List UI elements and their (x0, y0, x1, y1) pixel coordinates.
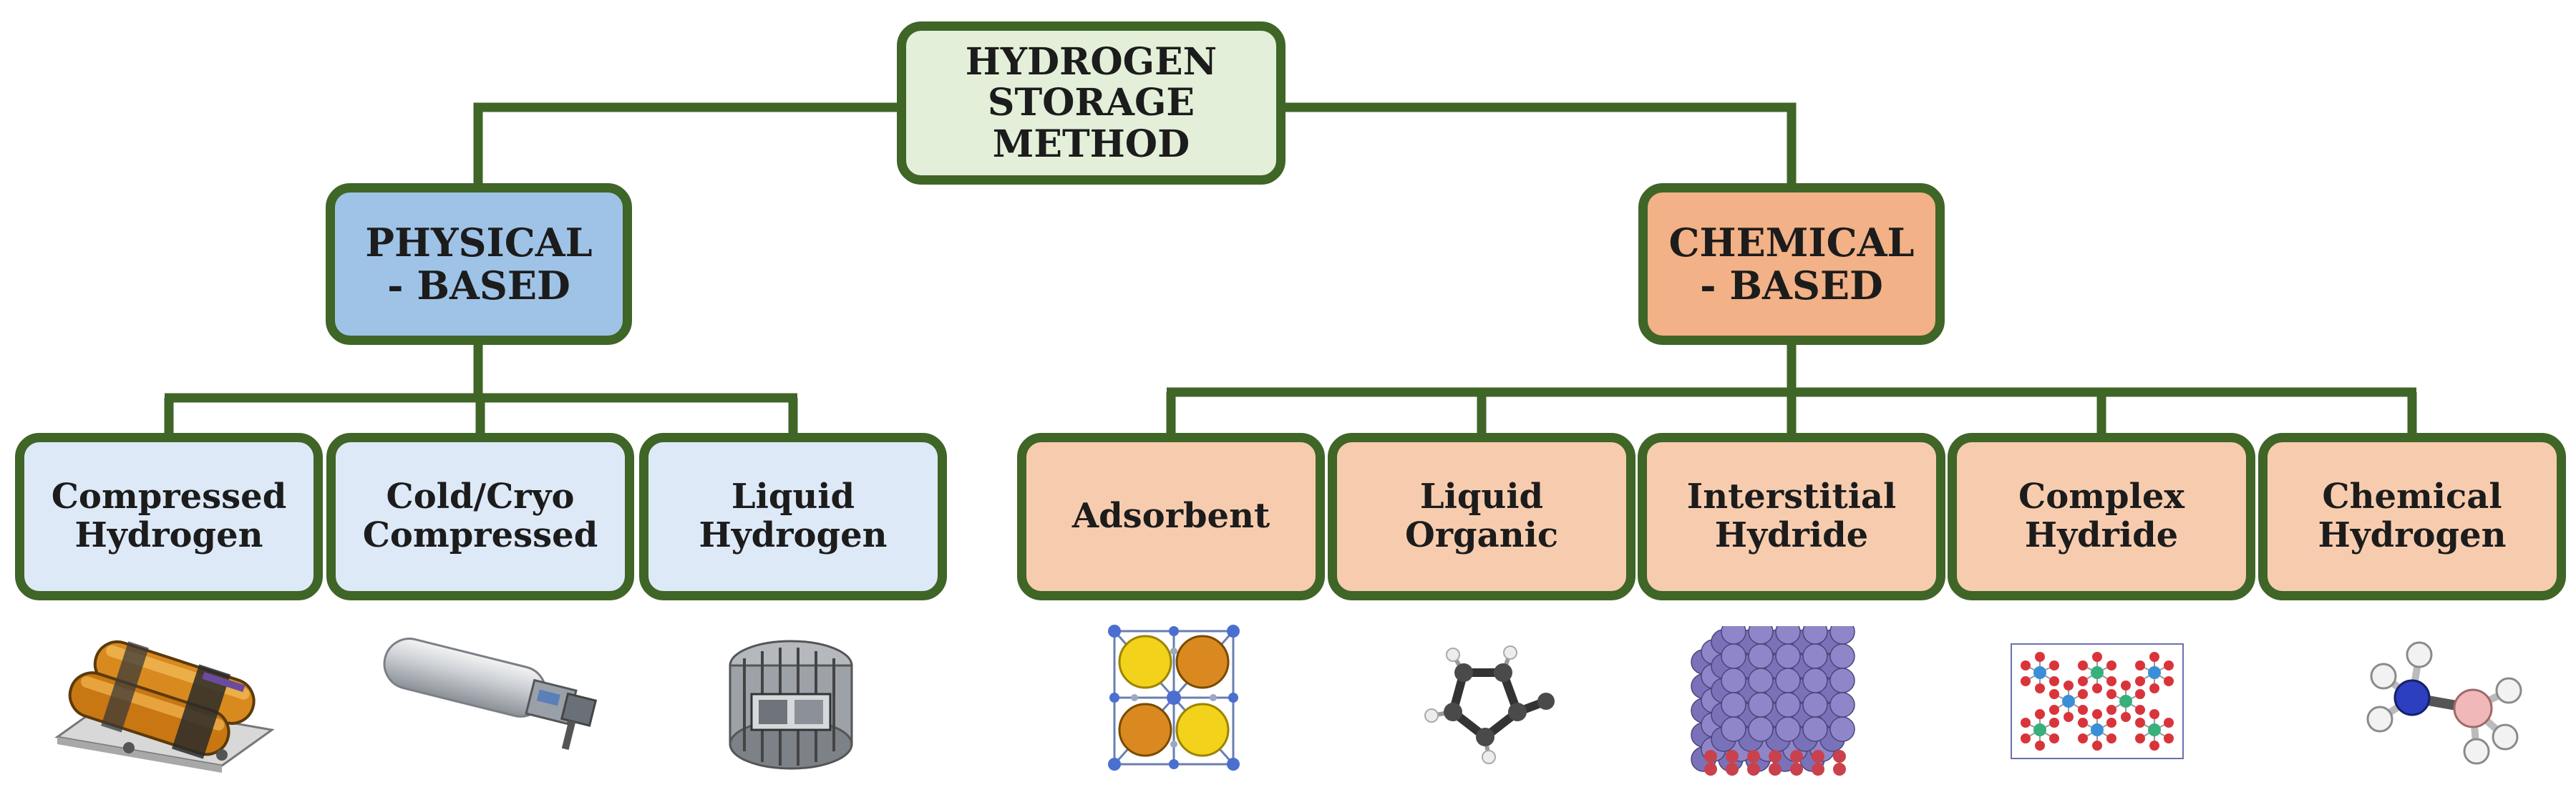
adsorbent-box: Adsorbent (1017, 433, 1325, 600)
compressed-hydrogen-tank-image (54, 640, 275, 773)
chemical-based-box: CHEMICAL - BASED (1638, 183, 1945, 345)
compressed-hydrogen-label: Compressed Hydrogen (51, 477, 287, 555)
mof-framework-image (1108, 625, 1240, 771)
cold-cryo-compressed-box: Cold/Cryo Compressed (326, 433, 634, 600)
chemical-hydrogen-box: Chemical Hydrogen (2258, 433, 2566, 600)
liquid-hydrogen-tank-image (729, 640, 853, 770)
ammonia-borane-molecule-image (2366, 641, 2522, 765)
physical-based-box: PHYSICAL - BASED (326, 183, 632, 345)
hydrogen-storage-method-box: HYDROGEN STORAGE METHOD (897, 21, 1285, 185)
complex-hydride-label: Complex Hydride (2018, 477, 2184, 555)
cryo-compressed-tank-image (383, 638, 598, 751)
interstitial-hydride-box: Interstitial Hydride (1638, 433, 1945, 600)
organic-ring-molecule-image (1424, 645, 1555, 764)
chemical-based-label: CHEMICAL - BASED (1668, 219, 1915, 308)
chemical-hydrogen-label: Chemical Hydrogen (2318, 477, 2507, 555)
cold-cryo-compressed-label: Cold/Cryo Compressed (362, 477, 598, 555)
interstitial-hydride-label: Interstitial Hydride (1686, 477, 1897, 555)
physical-based-label: PHYSICAL - BASED (365, 219, 593, 308)
liquid-hydrogen-box: Liquid Hydrogen (639, 433, 947, 600)
metal-lattice-image (1691, 626, 1855, 776)
liquid-organic-box: Liquid Organic (1328, 433, 1635, 600)
adsorbent-label: Adsorbent (1071, 496, 1270, 537)
complex-hydride-crystal-image (2011, 643, 2184, 759)
root-label: HYDROGEN STORAGE METHOD (965, 40, 1217, 166)
complex-hydride-box: Complex Hydride (1948, 433, 2255, 600)
compressed-hydrogen-box: Compressed Hydrogen (15, 433, 323, 600)
liquid-organic-label: Liquid Organic (1404, 477, 1559, 555)
liquid-hydrogen-label: Liquid Hydrogen (699, 477, 888, 555)
